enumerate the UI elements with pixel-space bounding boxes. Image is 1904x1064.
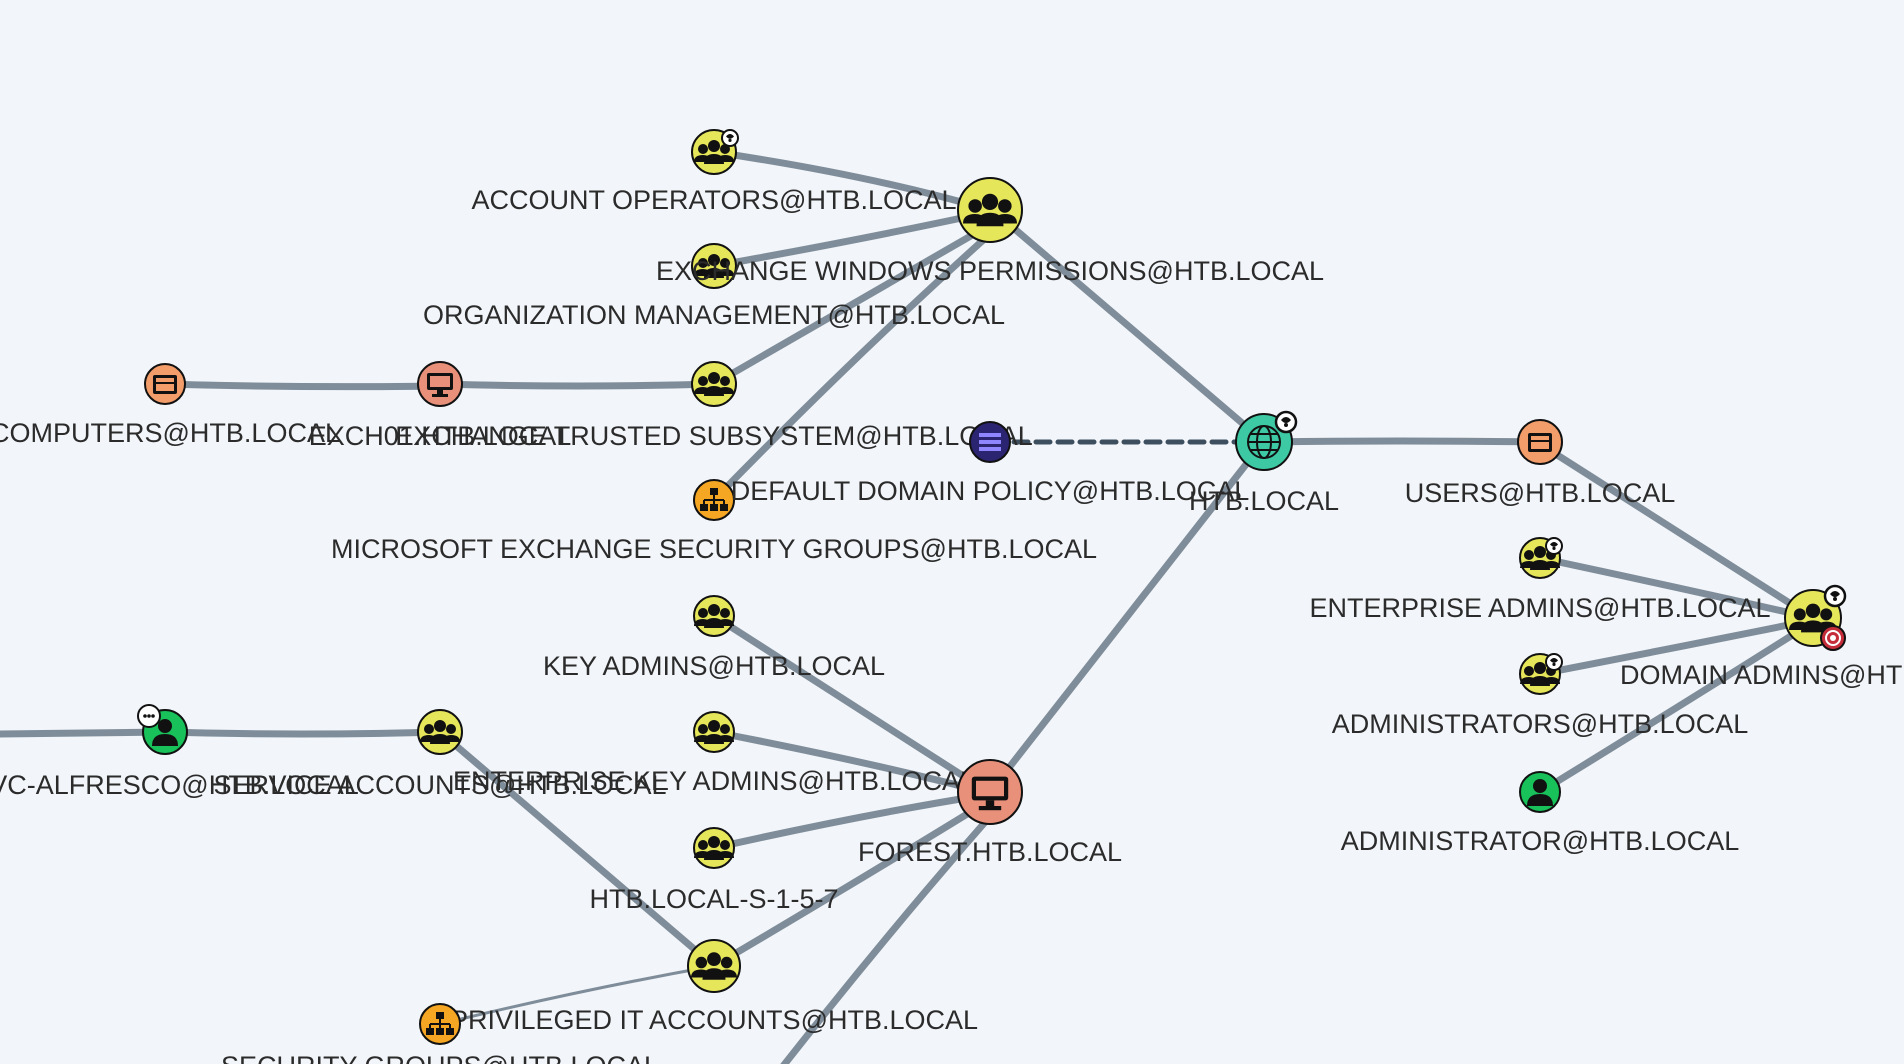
edge-security-groups-to-forest[interactable] [780,801,1004,1064]
node-security-groups[interactable] [419,1003,461,1045]
label-enterprise-key-admins: ENTERPRISE KEY ADMINS@HTB.LOCAL [453,766,975,796]
node-privileged-it-accounts[interactable] [687,939,741,993]
edge-service-accounts-to-privileged-it[interactable] [436,728,718,970]
node-computers[interactable] [144,363,186,405]
edge-key-admins-to-forest[interactable] [710,612,989,794]
label-privileged-it-accounts: PRIVILEGED IT ACCOUNTS@HTB.LOCAL [450,1005,978,1035]
edge-ou-to-privileged-it[interactable] [438,964,716,1026]
edge-exch01-to-exch-trusted[interactable] [436,380,718,390]
edge-privileged-it-to-forest[interactable] [710,796,994,970]
node-exchange-windows-permissions[interactable] [691,243,737,289]
label-enterprise-admins: ENTERPRISE ADMINS@HTB.LOCAL [1309,593,1770,623]
node-svc-alfresco[interactable] [137,704,188,755]
edge-account-ops-to-htb-local[interactable] [1006,221,1266,444]
label-exchange-windows-permissions: EXCHANGE WINDOWS PERMISSIONS@HTB.LOCAL [656,256,1324,286]
label-htb-local-s-1-5-7: HTB.LOCAL-S-1-5-7 [589,884,838,914]
label-computers: COMPUTERS@HTB.LOCAL [0,418,340,448]
node-forest[interactable] [957,759,1023,825]
label-key-admins: KEY ADMINS@HTB.LOCAL [543,651,885,681]
target-icon [1820,625,1846,651]
node-users[interactable] [1517,419,1563,465]
node-exchange-trusted-subsystem[interactable] [691,361,737,407]
label-default-domain-policy: DEFAULT DOMAIN POLICY@HTB.LOCAL [731,476,1250,506]
label-organization-management: ORGANIZATION MANAGEMENT@HTB.LOCAL [423,300,1005,330]
label-microsoft-exchange-security-groups: MICROSOFT EXCHANGE SECURITY GROUPS@HTB.L… [331,534,1097,564]
node-domain-admins[interactable] [1784,584,1847,651]
label-exch01: EXCH01.HTB.LOCAL [309,421,572,451]
edge-forest-to-htb-local[interactable] [986,440,1266,796]
edge-users-to-domain-admins[interactable] [1536,440,1817,622]
label-users: USERS@HTB.LOCAL [1405,478,1675,508]
label-svc-alfresco: SVC-ALFRESCO@HTB.LOCAL [0,770,359,800]
node-htb-local-s-1-5-7[interactable] [693,827,735,869]
edge-svc-alfresco-to-service-accounts[interactable] [161,728,444,738]
node-administrator[interactable] [1519,771,1561,813]
edge-ms-exch-sec-to-account-ops[interactable] [710,221,1004,504]
label-security-groups: SECURITY GROUPS@HTB.LOCAL [221,1051,659,1064]
label-administrators: ADMINISTRATORS@HTB.LOCAL [1332,709,1748,739]
node-account-operators-small[interactable] [691,128,740,175]
node-htb-local[interactable] [1235,410,1298,471]
edge-administrators-to-domain-admins[interactable] [1536,616,1817,678]
node-account-operators[interactable] [957,177,1023,243]
node-enterprise-admins[interactable] [1519,536,1564,579]
node-exch01[interactable] [417,361,463,407]
node-key-admins[interactable] [693,595,735,637]
node-enterprise-key-admins[interactable] [693,711,735,753]
edge-administrator-to-domain-admins[interactable] [1536,618,1817,796]
edge-offscreen-to-svc-alfresco[interactable] [0,728,169,738]
label-forest: FOREST.HTB.LOCAL [858,837,1122,867]
edge-ent-key-admins-to-forest[interactable] [710,728,989,796]
label-administrator: ADMINISTRATOR@HTB.LOCAL [1341,826,1739,856]
edge-computers-to-exch01[interactable] [161,380,444,391]
node-service-accounts[interactable] [417,709,463,755]
label-account-operators: ACCOUNT OPERATORS@HTB.LOCAL [472,185,957,215]
node-default-domain-policy[interactable] [969,421,1011,463]
edge-exch-trusted-to-account-ops[interactable] [710,218,999,388]
label-service-accounts: SERVICE ACCOUNTS@HTB.LOCAL [213,770,666,800]
edge-layer [0,148,1817,1064]
edge-htb-local-to-users[interactable] [1264,437,1544,446]
label-exchange-trusted-subsystem: EXCHANGE TRUSTED SUBSYSTEM@HTB.LOCAL [395,421,1033,451]
node-administrators[interactable] [1519,652,1564,695]
edge-exchange-win-perm-to-account-ops[interactable] [710,208,994,270]
edge-enterprise-admins-to-domain-admins[interactable] [1536,554,1817,622]
edge-sid157-to-forest[interactable] [710,791,989,852]
node-microsoft-exchange-security-groups[interactable] [693,479,735,521]
label-htb-local: HTB.LOCAL [1189,486,1339,516]
label-domain-admins: DOMAIN ADMINS@HTB.LOCAL [1620,660,1904,690]
comment-badge-icon [137,704,161,728]
